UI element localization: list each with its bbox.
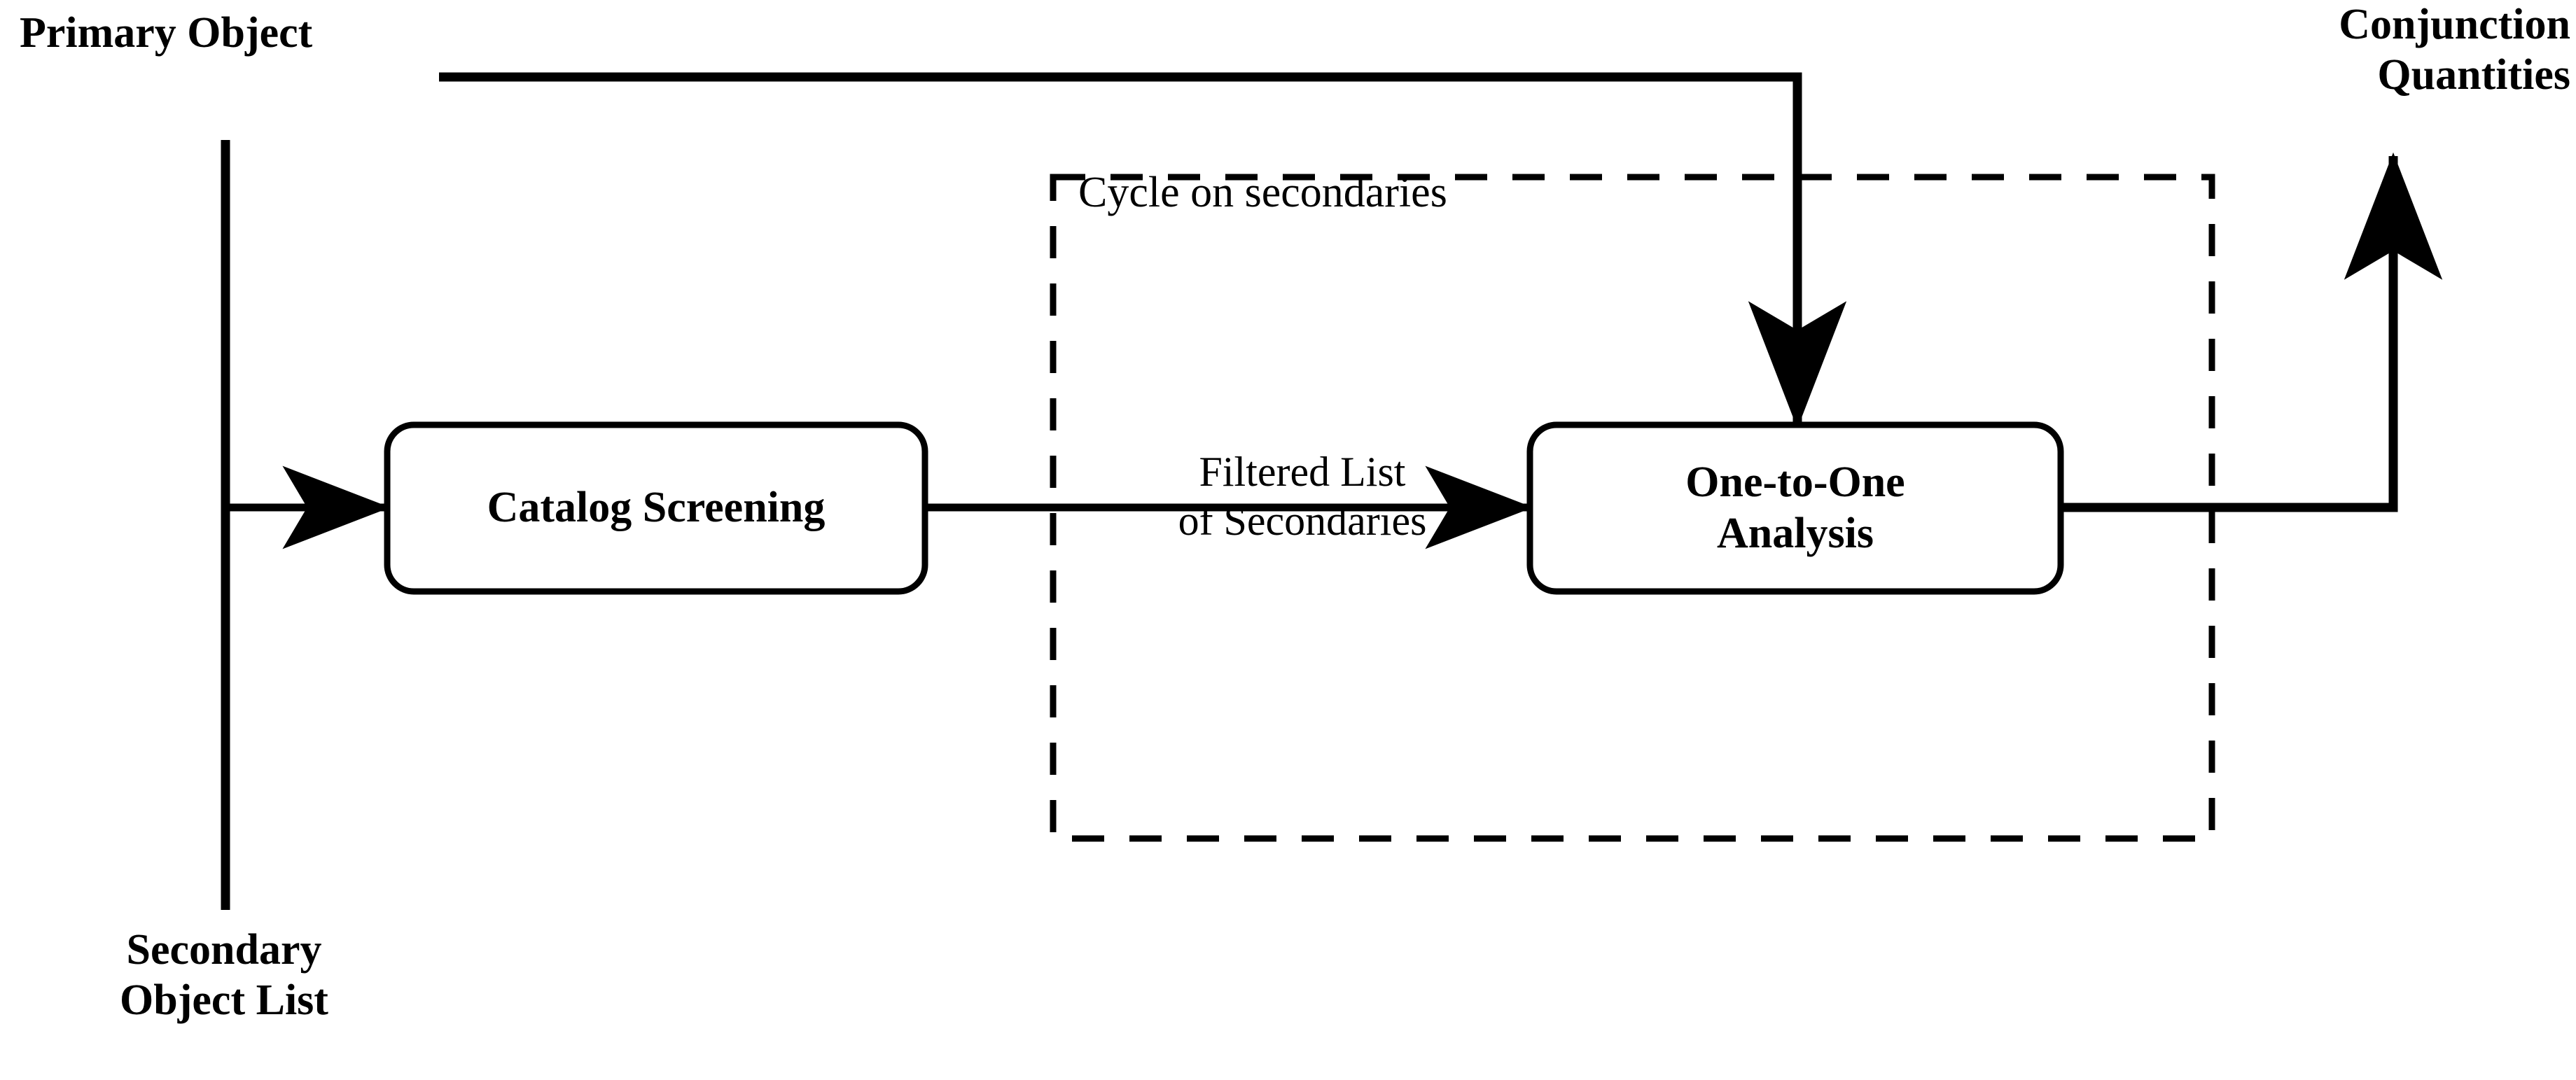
node-one-to-one-analysis[interactable] [1526,421,2064,595]
edge-one-to-one-to-conjunction-quantities [2061,152,2443,512]
node-label-one-to-one-analysis: One-to-One Analysis [1685,458,1905,557]
edge-primary-object-to-one-to-one [439,72,1847,429]
label-secondary-object-list: Secondary Object List [120,926,328,1024]
node-catalog-screening[interactable] [384,421,928,595]
cycle-on-secondaries-group-boundary [1050,174,2215,842]
label-conjunction-quantities: Conjunction Quantities [2339,1,2570,99]
label-filtered-list-of-secondaries: Filtered List of Secondaries [1178,449,1427,544]
node-label-catalog-screening: Catalog Screening [487,484,826,532]
label-primary-object: Primary Object [20,9,313,57]
label-cycle-on-secondaries: Cycle on secondaries [1078,169,1447,216]
